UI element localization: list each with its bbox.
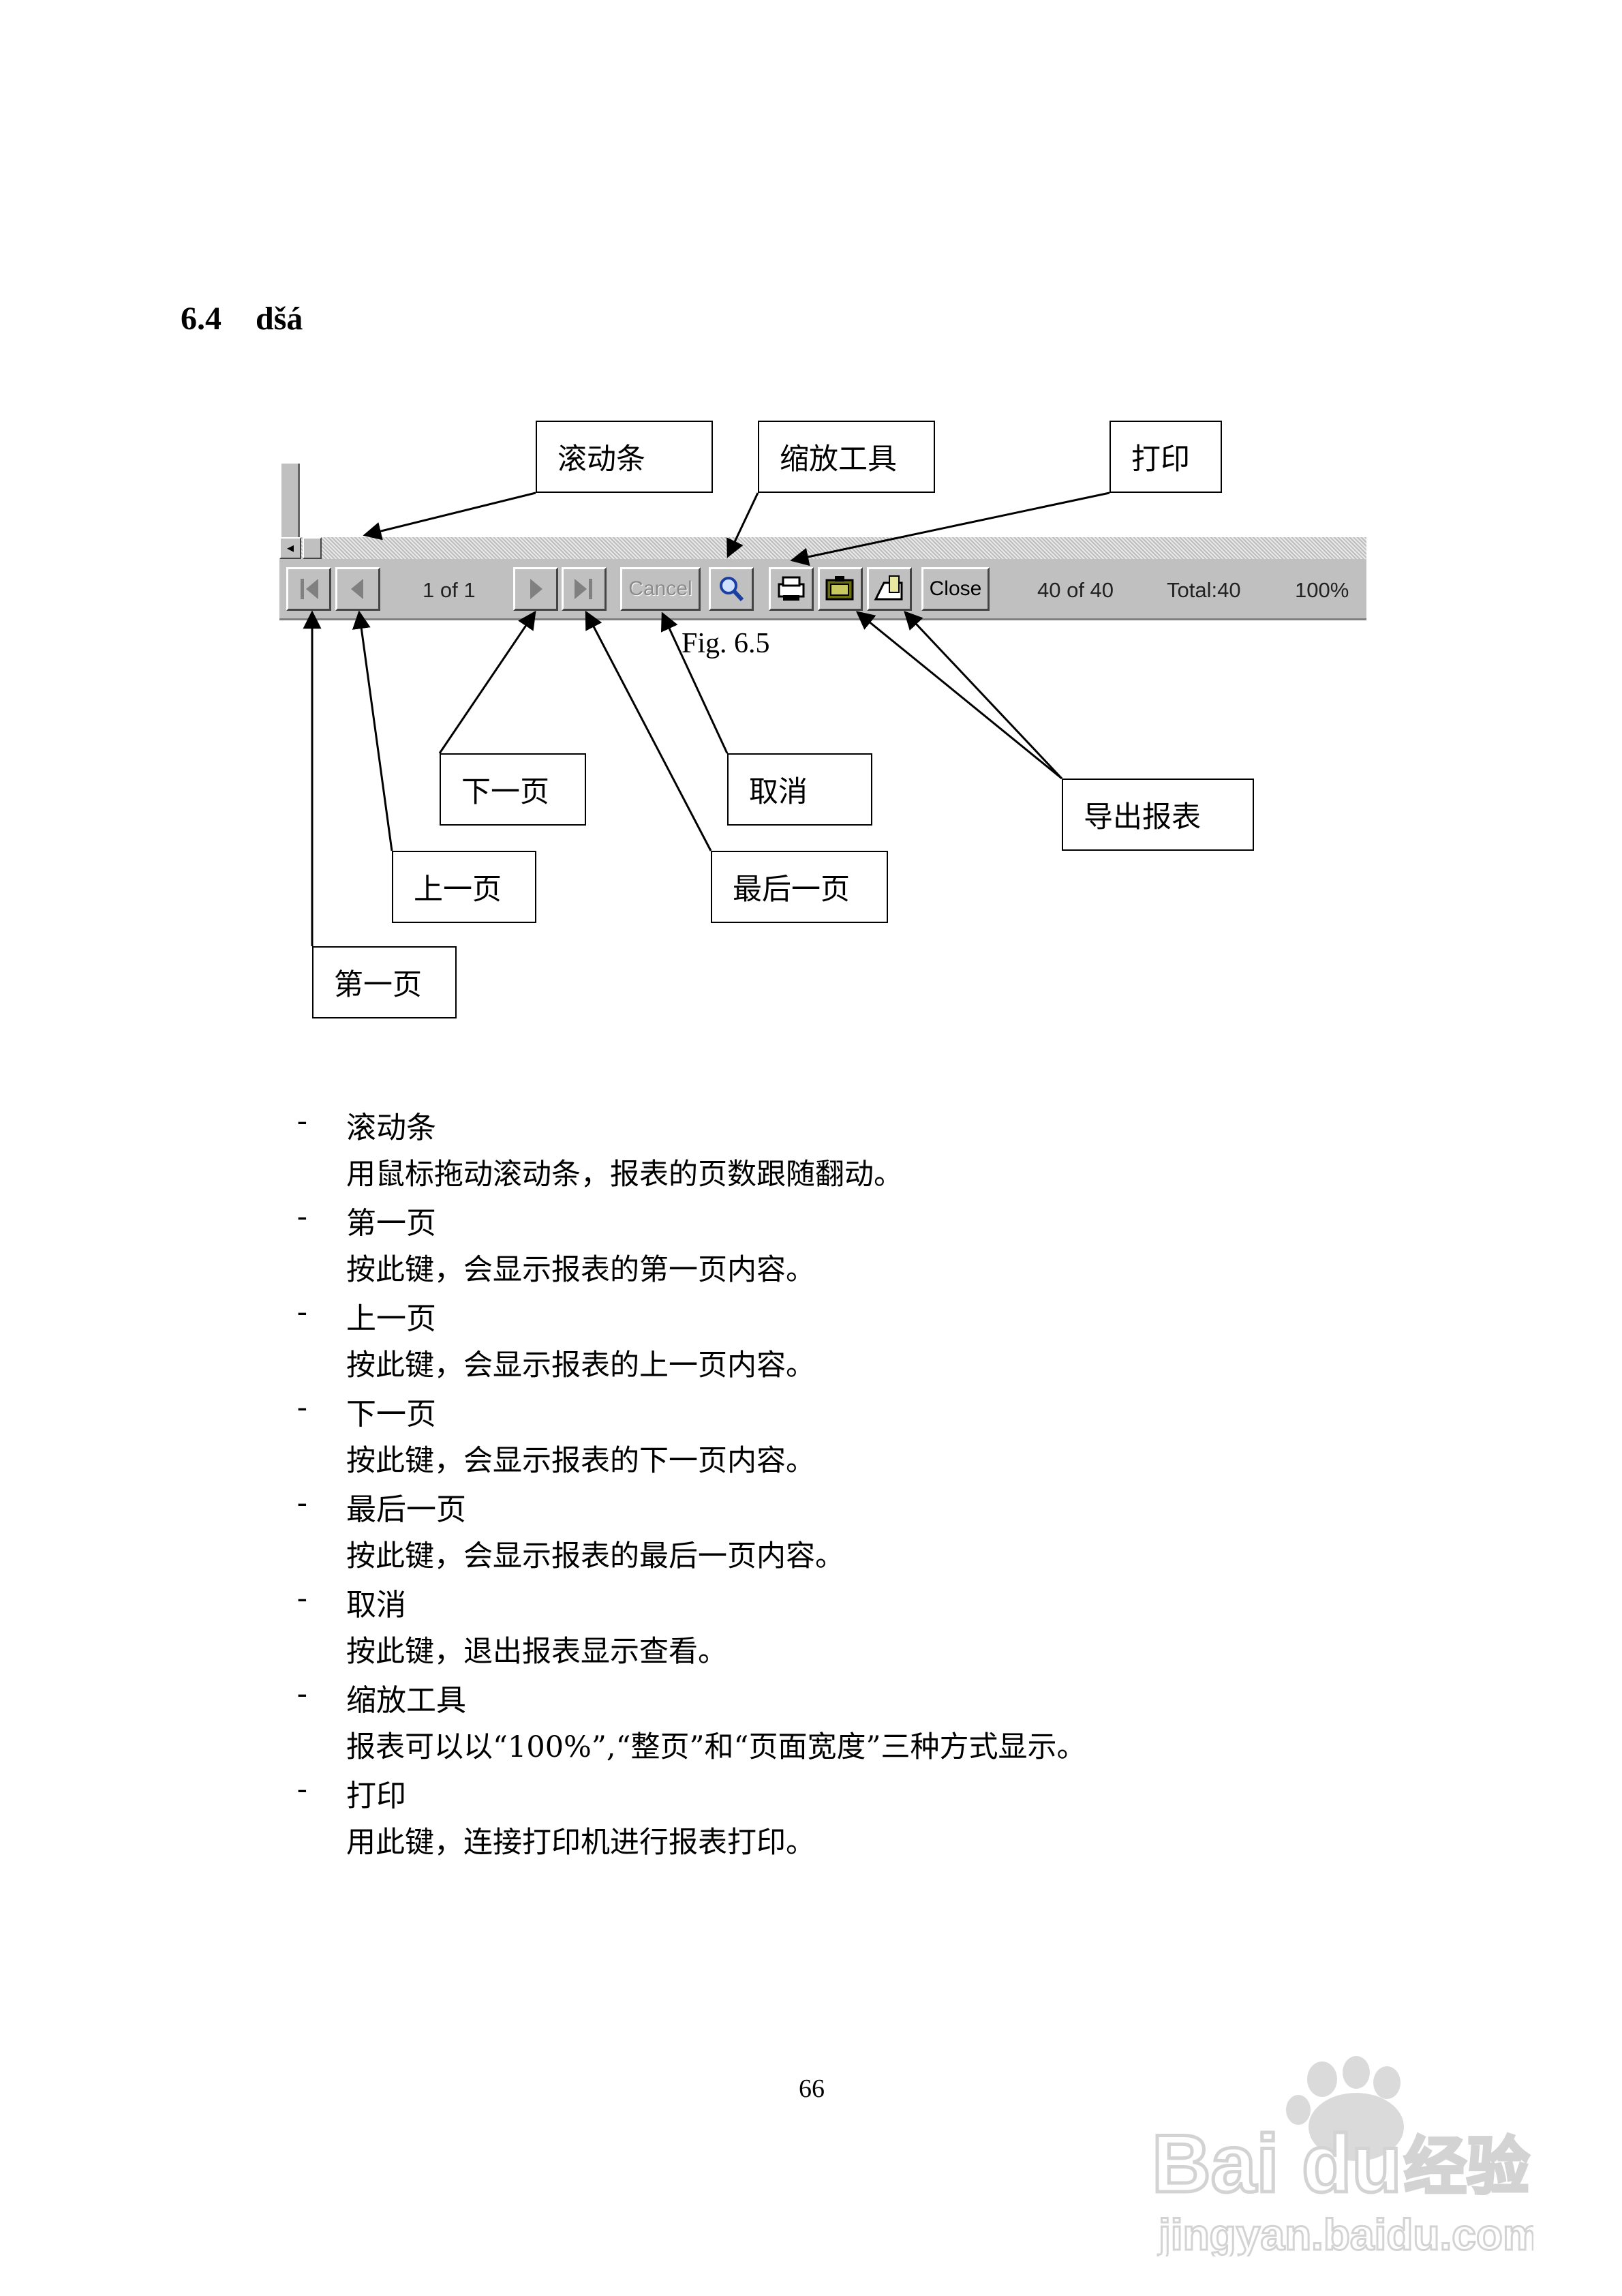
list-item-description: 按此键，会显示报表的第一页内容。	[346, 1253, 815, 1287]
list-item-description: 按此键，会显示报表的最后一页内容。	[346, 1539, 844, 1573]
page-number: 66	[799, 2074, 825, 2103]
figure-caption: Fig. 6.5	[682, 628, 770, 659]
printer-icon	[778, 576, 805, 601]
callout-cancel: 取消	[727, 753, 872, 826]
total-status: Total:40	[1167, 578, 1241, 602]
svg-text:jingyan.baidu.com: jingyan.baidu.com	[1158, 2210, 1533, 2256]
next-page-button[interactable]	[513, 567, 558, 611]
svg-text:Bai du: Bai du	[1152, 2118, 1402, 2209]
arrow-last	[585, 610, 712, 851]
zoom-button[interactable]	[709, 567, 754, 611]
last-page-icon	[575, 579, 592, 599]
list-item-dash: -	[297, 1581, 307, 1614]
export-mail-button[interactable]	[867, 567, 912, 611]
arrow-export-1	[855, 611, 1062, 780]
export-button[interactable]	[818, 567, 863, 611]
baidu-jingyan-watermark: Bai du 经验 jingyan.baidu.com	[1150, 2052, 1542, 2261]
arrow-print	[790, 492, 1110, 567]
list-item-dash: -	[297, 1772, 307, 1805]
list-item-title: 下一页	[346, 1397, 436, 1432]
close-button[interactable]: Close	[921, 567, 990, 611]
prev-page-button[interactable]	[335, 567, 380, 611]
callout-last: 最后一页	[711, 851, 888, 923]
horizontal-scrollbar[interactable]: ◂	[279, 537, 1366, 559]
zoom-status: 100%	[1295, 578, 1349, 602]
close-label: Close	[929, 577, 982, 600]
export-mail-icon	[874, 575, 903, 601]
list-item-title: 滚动条	[346, 1111, 436, 1145]
prev-page-icon	[351, 579, 363, 599]
list-item-description: 按此键，会显示报表的上一页内容。	[346, 1348, 815, 1383]
list-item-description: 按此键，会显示报表的下一页内容。	[346, 1444, 815, 1478]
export-icon	[825, 576, 854, 601]
list-item-title: 缩放工具	[346, 1683, 466, 1718]
svg-text:经验: 经验	[1404, 2130, 1529, 2203]
section-number: 6.4	[181, 301, 221, 337]
list-item-dash: -	[297, 1104, 307, 1137]
arrow-prev	[352, 610, 393, 851]
arrow-cancel	[660, 611, 729, 754]
list-item-description: 用此键，连接打印机进行报表打印。	[346, 1826, 815, 1860]
callout-scrollbar: 滚动条	[536, 421, 713, 493]
list-item-description: 按此键，退出报表显示查看。	[346, 1635, 727, 1669]
last-page-button[interactable]	[562, 567, 607, 611]
callout-export: 导出报表	[1062, 779, 1254, 851]
first-page-button[interactable]	[286, 567, 331, 611]
list-item-title: 上一页	[346, 1301, 436, 1336]
cancel-label: Cancel	[628, 577, 692, 600]
section-title: dšá	[256, 301, 303, 337]
list-item-dash: -	[297, 1199, 307, 1233]
list-item-dash: -	[297, 1295, 307, 1328]
list-item-title: 最后一页	[346, 1492, 466, 1527]
callout-print: 打印	[1110, 421, 1222, 493]
arrow-export-2	[904, 611, 1063, 780]
scroll-left-arrow[interactable]: ◂	[279, 537, 301, 559]
first-page-icon	[301, 579, 318, 599]
list-item-title: 打印	[346, 1779, 406, 1813]
print-button[interactable]	[769, 567, 814, 611]
page-status: 1 of 1	[423, 578, 476, 602]
record-status: 40 of 40	[1037, 578, 1114, 602]
list-item-description: 用鼠标拖动滚动条，报表的页数跟随翻动。	[346, 1158, 903, 1192]
arrow-next	[438, 610, 536, 754]
next-page-icon	[530, 579, 542, 599]
callout-prev: 上一页	[392, 851, 536, 923]
arrow-scrollbar	[363, 492, 536, 541]
list-item-title: 取消	[346, 1588, 406, 1622]
list-item-title: 第一页	[346, 1206, 436, 1241]
list-item-dash: -	[297, 1676, 307, 1710]
list-item-dash: -	[297, 1390, 307, 1423]
callout-zoom: 缩放工具	[758, 421, 935, 493]
list-item-dash: -	[297, 1485, 307, 1519]
magnifier-icon	[720, 577, 744, 602]
list-item-description: 报表可以以“100%”,“整页”和“页面宽度”三种方式显示。	[346, 1730, 1086, 1764]
baidu-paw-icon: Bai du 经验 jingyan.baidu.com	[1150, 2056, 1542, 2261]
scroll-thumb[interactable]	[303, 537, 322, 559]
report-toolbar: 1 of 1 Cancel Close 40 of 40 Total:40 10…	[279, 559, 1366, 620]
cancel-button[interactable]: Cancel	[620, 567, 701, 611]
arrow-zoom	[726, 492, 759, 558]
callout-first: 第一页	[312, 946, 457, 1018]
callout-next: 下一页	[440, 753, 586, 826]
